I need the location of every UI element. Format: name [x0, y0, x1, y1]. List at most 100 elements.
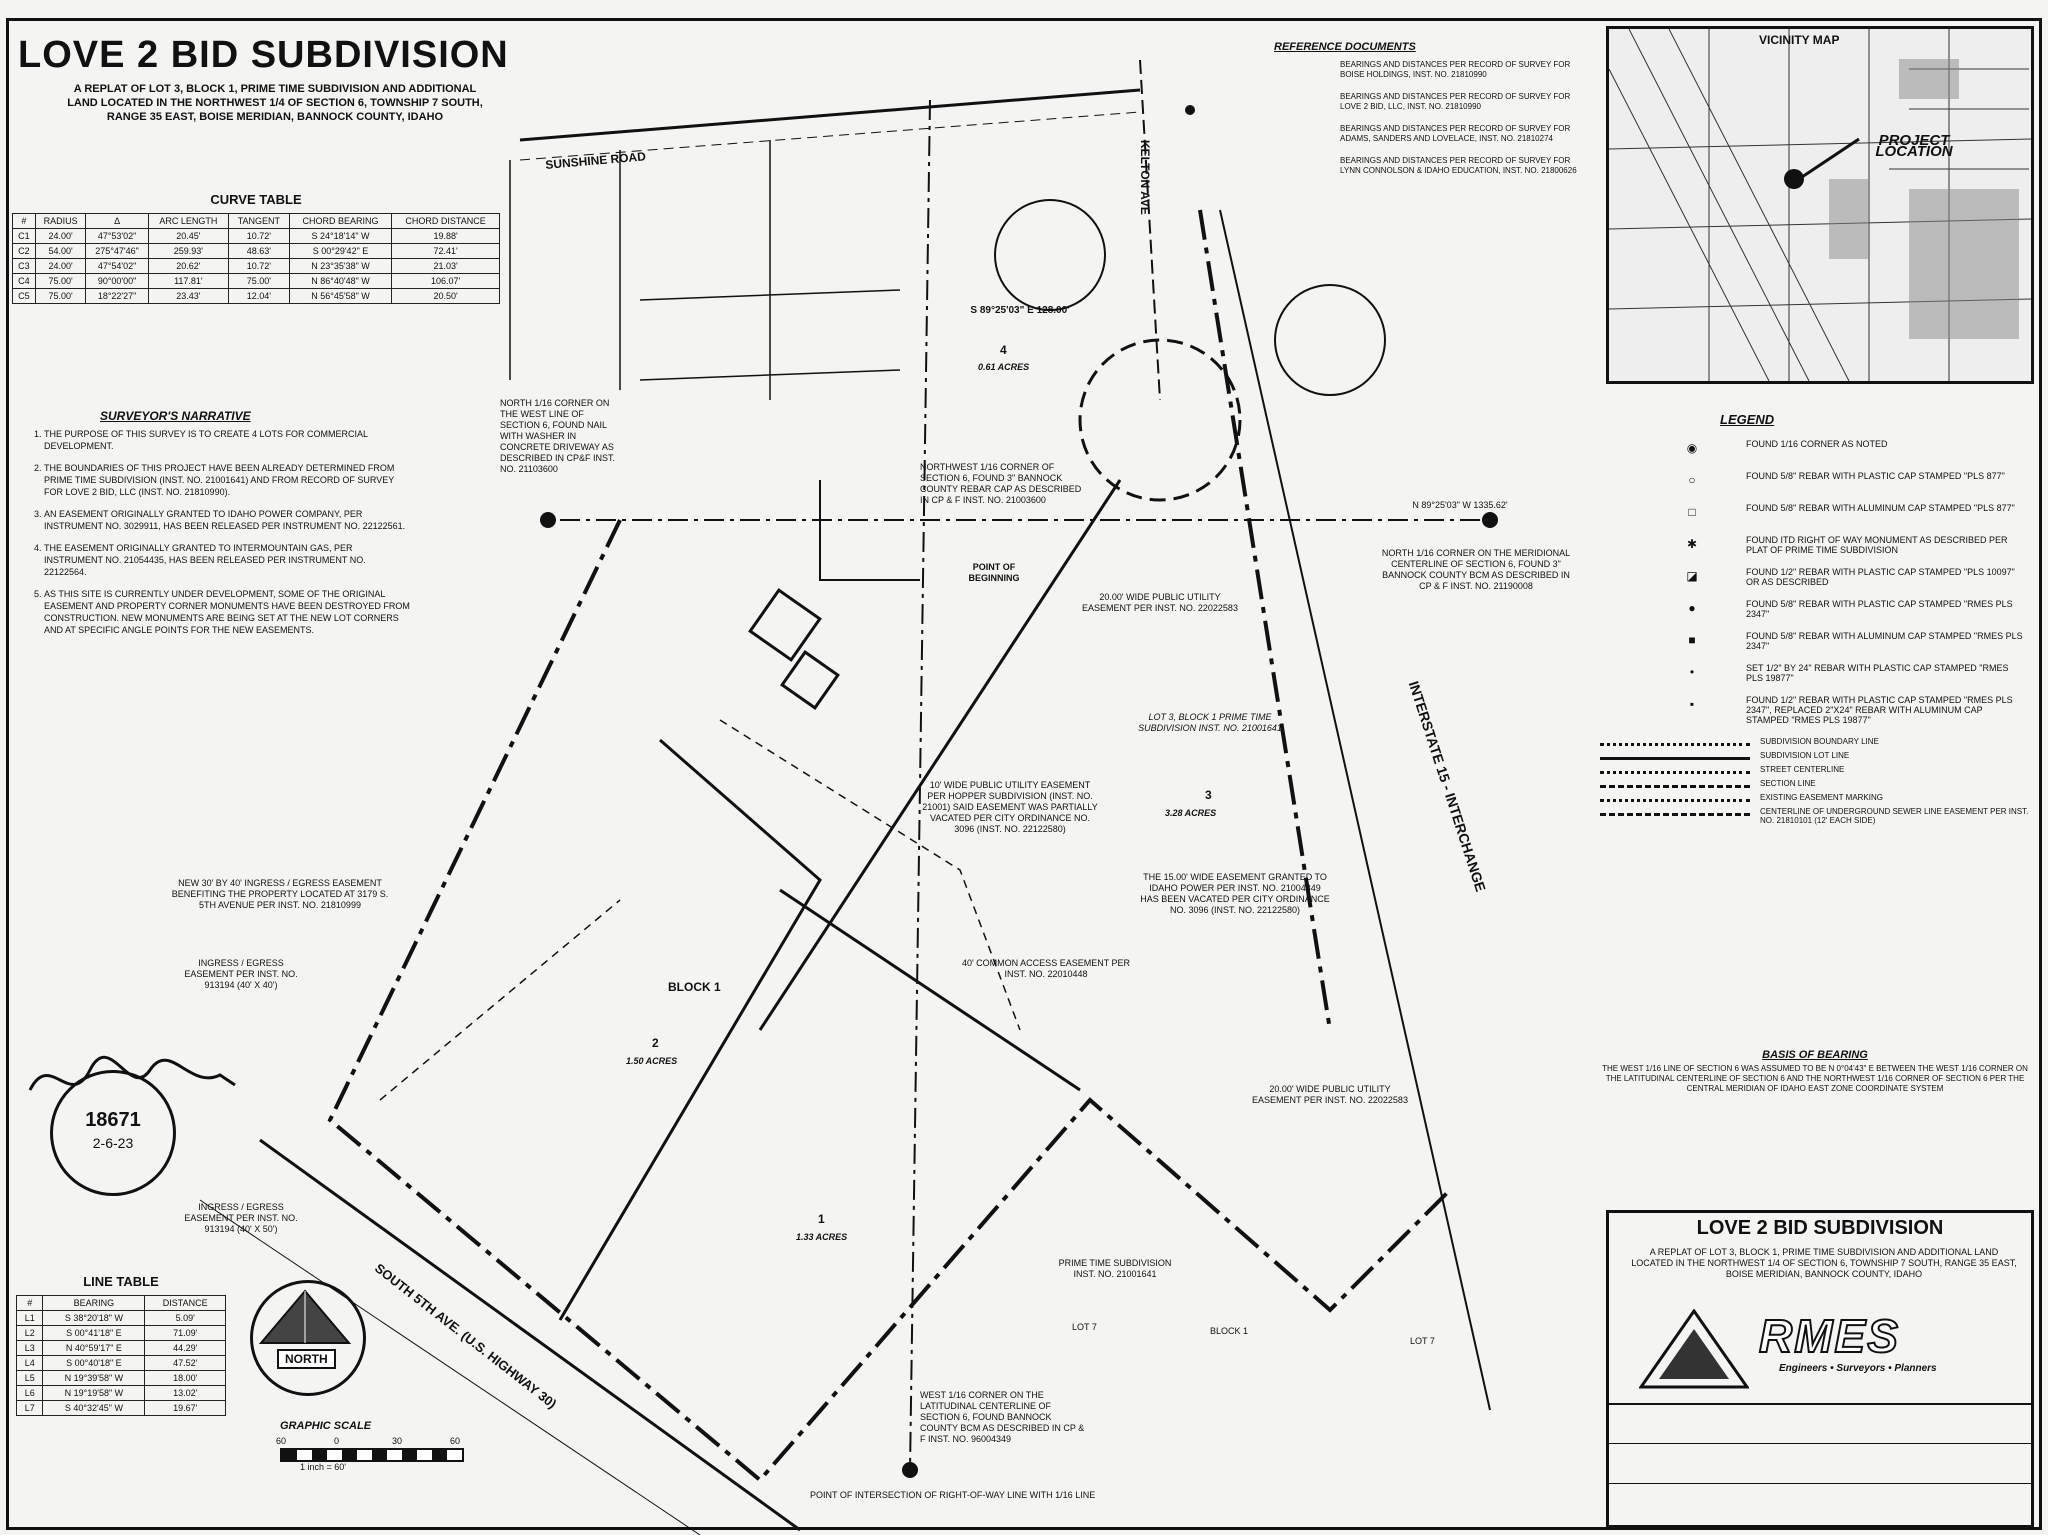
legend-symbol-icon: ▪ [1689, 697, 1695, 711]
legend-item: ▪ FOUND 1/2" REBAR WITH PLASTIC CAP STAMP… [1600, 693, 2030, 725]
line-table-cell: N 40°59'17" E [42, 1340, 146, 1356]
title-block-divider-3 [1609, 1483, 2031, 1484]
line-table-cell: L1 [15, 1310, 44, 1326]
legend-item: ◉FOUND 1/16 CORNER AS NOTED [1600, 437, 2030, 469]
utility-easement-10-label: 10' WIDE PUBLIC UTILITY EASEMENT PER HOP… [922, 780, 1098, 834]
legend-symbol-icon: ■ [1688, 633, 1696, 647]
curve-table-cell: S 00°29'42" E [288, 243, 393, 259]
legend-line-item: SUBDIVISION LOT LINE [1600, 751, 2030, 765]
line-table-header-cell: # [15, 1295, 44, 1311]
line-table-title: LINE TABLE [83, 1274, 159, 1289]
curve-table-cell: C5 [12, 288, 36, 304]
curve-table-cell: 23.43' [147, 288, 229, 304]
legend-line-text: SECTION LINE [1760, 779, 1816, 788]
ingress-easement-label-2: INGRESS / EGRESS EASEMENT PER INST. NO. … [184, 1202, 298, 1234]
utility-easement-20-label: 20.00' WIDE PUBLIC UTILITY EASEMENT PER … [1082, 592, 1238, 613]
legend-line-item: SECTION LINE [1600, 779, 2030, 793]
curve-table-cell: 24.00' [34, 258, 87, 274]
surveyor-signature-icon [28, 1055, 236, 1091]
legend-item-text: FOUND 1/2" REBAR WITH PLASTIC CAP STAMPE… [1746, 695, 2013, 725]
curve-table-cell: 72.41' [391, 243, 500, 259]
curve-table-header-cell: RADIUS [34, 213, 87, 229]
top-bearing-label: S 89°25'03" E 128.00' [970, 305, 1070, 316]
curve-table-cell: 75.00' [227, 273, 290, 289]
legend-item-text: FOUND 5/8" REBAR WITH ALUMINUM CAP STAMP… [1746, 631, 2023, 651]
references-title: REFERENCE DOCUMENTS [1274, 41, 1416, 53]
graphic-scale-text: 1 inch = 60' [300, 1462, 347, 1472]
legend-line-text: SUBDIVISION BOUNDARY LINE [1760, 737, 1879, 746]
line-table-cell: 18.00' [144, 1370, 226, 1386]
north-arrow: NORTH [250, 1280, 366, 1396]
surveyors-narrative: SURVEYOR'S NARRATIVE THE PURPOSE OF THIS… [20, 410, 410, 646]
line-table-cell: L2 [15, 1325, 44, 1341]
line-table-cell: S 40°32'45" W [42, 1400, 146, 1416]
title-block-subtitle: A REPLAT OF LOT 3, BLOCK 1, PRIME TIME S… [1631, 1247, 2017, 1279]
title-block-divider [1609, 1403, 2031, 1405]
curve-table-cell: 90°00'00" [85, 273, 149, 289]
legend-line-item: EXISTING EASEMENT MARKING [1600, 793, 2030, 807]
curve-table-cell: 75.00' [34, 288, 87, 304]
graphic-scale-tick: 60 [276, 1436, 287, 1446]
curve-table-cell: 21.03' [391, 258, 500, 274]
legend-title: LEGEND [1720, 412, 1775, 427]
lot-1-number: 1 [818, 1212, 825, 1226]
prime-time-label: PRIME TIME SUBDIVISION INST. NO. 2100164… [1058, 1258, 1172, 1279]
legend-item: ●FOUND 5/8" REBAR WITH PLASTIC CAP STAMP… [1600, 597, 2030, 629]
curve-table-cell: S 24°18'14" W [288, 228, 393, 244]
seal-date: 2-6-23 [92, 1135, 134, 1151]
project-location-label: PROJECT LOCATION [1875, 132, 1953, 160]
curve-table-cell: N 86°40'48" W [288, 273, 393, 289]
intersection-label: POINT OF INTERSECTION OF RIGHT-OF-WAY LI… [810, 1490, 1096, 1500]
legend-symbols: ◉FOUND 1/16 CORNER AS NOTED○FOUND 5/8" R… [1600, 437, 2030, 725]
curve-table-header-cell: Δ [85, 213, 149, 229]
curve-table-cell: N 56°45'58" W [288, 288, 393, 304]
firm-logo-icon [1639, 1309, 1749, 1389]
curve-table-title: CURVE TABLE [210, 192, 302, 207]
legend-item-text: FOUND 1/16 CORNER AS NOTED [1746, 439, 1888, 449]
north-arrow-icon [258, 1289, 352, 1344]
legend-item-text: SET 1/2" BY 24" REBAR WITH PLASTIC CAP S… [1746, 663, 2009, 683]
surveyor-seal: 18671 2-6-23 [50, 1070, 176, 1196]
curve-table-cell: 24.00' [34, 228, 87, 244]
legend-line-sample [1600, 785, 1750, 788]
legend-lines: SUBDIVISION BOUNDARY LINE SUBDIVISION LOT… [1600, 737, 2030, 825]
line-table-cell: S 38°20'18" W [42, 1310, 146, 1326]
line-table-cell: 19.67' [144, 1400, 226, 1416]
firm-tagline: Engineers • Surveyors • Planners [1779, 1363, 1937, 1374]
graphic-scale-bar [280, 1448, 464, 1462]
curve-table-cell: 117.81' [147, 273, 229, 289]
lot-3-number: 3 [1205, 788, 1212, 802]
narrative-title: SURVEYOR'S NARRATIVE [100, 409, 251, 423]
curve-table-header-cell: ARC LENGTH [147, 213, 229, 229]
reference-item: BEARINGS AND DISTANCES PER RECORD OF SUR… [1340, 124, 1571, 143]
narrative-item: THE BOUNDARIES OF THIS PROJECT HAVE BEEN… [44, 462, 410, 498]
legend-item-text: FOUND 5/8" REBAR WITH ALUMINUM CAP STAMP… [1746, 503, 2015, 513]
legend-item: □FOUND 5/8" REBAR WITH ALUMINUM CAP STAM… [1600, 501, 2030, 533]
legend-item-text: FOUND 5/8" REBAR WITH PLASTIC CAP STAMPE… [1746, 599, 2013, 619]
legend-item: ✱FOUND ITD RIGHT OF WAY MONUMENT AS DESC… [1600, 533, 2030, 565]
legend-line-sample [1600, 813, 1750, 816]
point-of-beginning-label: POINT OF BEGINNING [968, 562, 1020, 583]
reference-documents: REFERENCE DOCUMENTS BEARINGS AND DISTANC… [1248, 42, 1588, 188]
line-table-cell: S 00°40'18" E [42, 1355, 146, 1371]
legend-item-text: FOUND 1/2" REBAR WITH PLASTIC CAP STAMPE… [1746, 567, 2015, 587]
north-bearing-label: N 89°25'03" W 1335.62' [1412, 500, 1508, 510]
curve-table-header-cell: CHORD BEARING [288, 213, 393, 229]
legend-line-item: SUBDIVISION BOUNDARY LINE [1600, 737, 2030, 751]
curve-table-cell: 20.50' [391, 288, 500, 304]
reference-item: BEARINGS AND DISTANCES PER RECORD OF SUR… [1340, 92, 1571, 111]
north-corner-label: NORTH 1/16 CORNER ON THE WEST LINE OF SE… [500, 398, 616, 474]
legend-item-text: FOUND 5/8" REBAR WITH PLASTIC CAP STAMPE… [1746, 471, 2005, 481]
curve-table-cell: 275°47'46" [85, 243, 149, 259]
curve-table-cell: C2 [12, 243, 36, 259]
narrative-list: THE PURPOSE OF THIS SURVEY IS TO CREATE … [20, 428, 410, 636]
